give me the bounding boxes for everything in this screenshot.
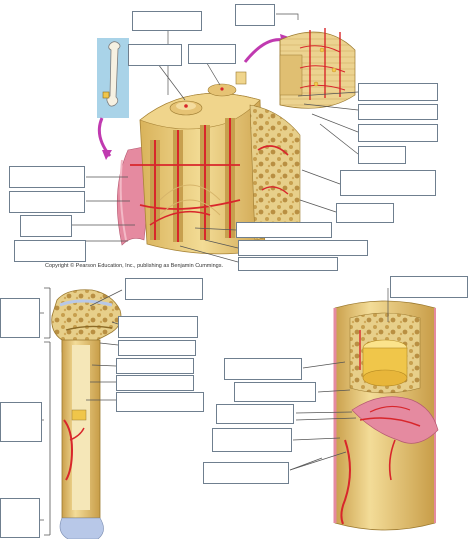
label-blank[interactable] <box>358 83 438 101</box>
label-blank[interactable] <box>20 215 72 237</box>
label-blank[interactable] <box>358 124 438 142</box>
label-blank[interactable] <box>14 240 86 262</box>
osteon-inset <box>279 28 356 109</box>
copyright-text: Copyright © Pearson Education, Inc., pub… <box>45 263 224 269</box>
label-blank[interactable] <box>128 44 182 66</box>
label-blank[interactable] <box>116 392 204 412</box>
femur-thumbnail-icon <box>97 38 129 118</box>
label-blank[interactable] <box>238 257 338 271</box>
long-bone <box>51 289 122 540</box>
label-blank[interactable] <box>0 498 40 538</box>
label-blank[interactable] <box>9 166 85 188</box>
label-blank[interactable] <box>358 104 438 120</box>
label-blank[interactable] <box>236 222 332 238</box>
label-blank[interactable] <box>358 146 406 164</box>
curved-arrow-icon <box>243 38 284 63</box>
bracket-lines <box>40 287 51 536</box>
bone-shaft-section <box>333 300 439 531</box>
label-blank[interactable] <box>238 240 368 256</box>
label-blank[interactable] <box>118 340 196 356</box>
label-blank[interactable] <box>116 375 194 391</box>
label-blank[interactable] <box>234 382 316 402</box>
label-blank[interactable] <box>340 170 436 196</box>
label-blank[interactable] <box>118 316 198 338</box>
label-blank[interactable] <box>203 462 289 484</box>
label-blank[interactable] <box>132 11 202 31</box>
label-blank[interactable] <box>0 298 40 338</box>
spongy-bone-region <box>249 104 301 241</box>
label-blank[interactable] <box>216 404 294 424</box>
label-blank[interactable] <box>188 44 236 64</box>
label-blank[interactable] <box>390 276 468 298</box>
bottom-right-leader-lines <box>289 288 389 471</box>
label-blank[interactable] <box>336 203 394 223</box>
label-blank[interactable] <box>116 358 194 374</box>
curved-arrow-icon <box>102 150 112 160</box>
label-blank[interactable] <box>125 278 203 300</box>
label-blank[interactable] <box>0 402 42 442</box>
compact-bone-block <box>116 71 266 255</box>
label-blank[interactable] <box>235 4 275 26</box>
bottom-left-leader-lines <box>86 289 123 401</box>
label-blank[interactable] <box>9 191 85 213</box>
label-blank[interactable] <box>212 428 292 452</box>
label-blank[interactable] <box>224 358 302 380</box>
